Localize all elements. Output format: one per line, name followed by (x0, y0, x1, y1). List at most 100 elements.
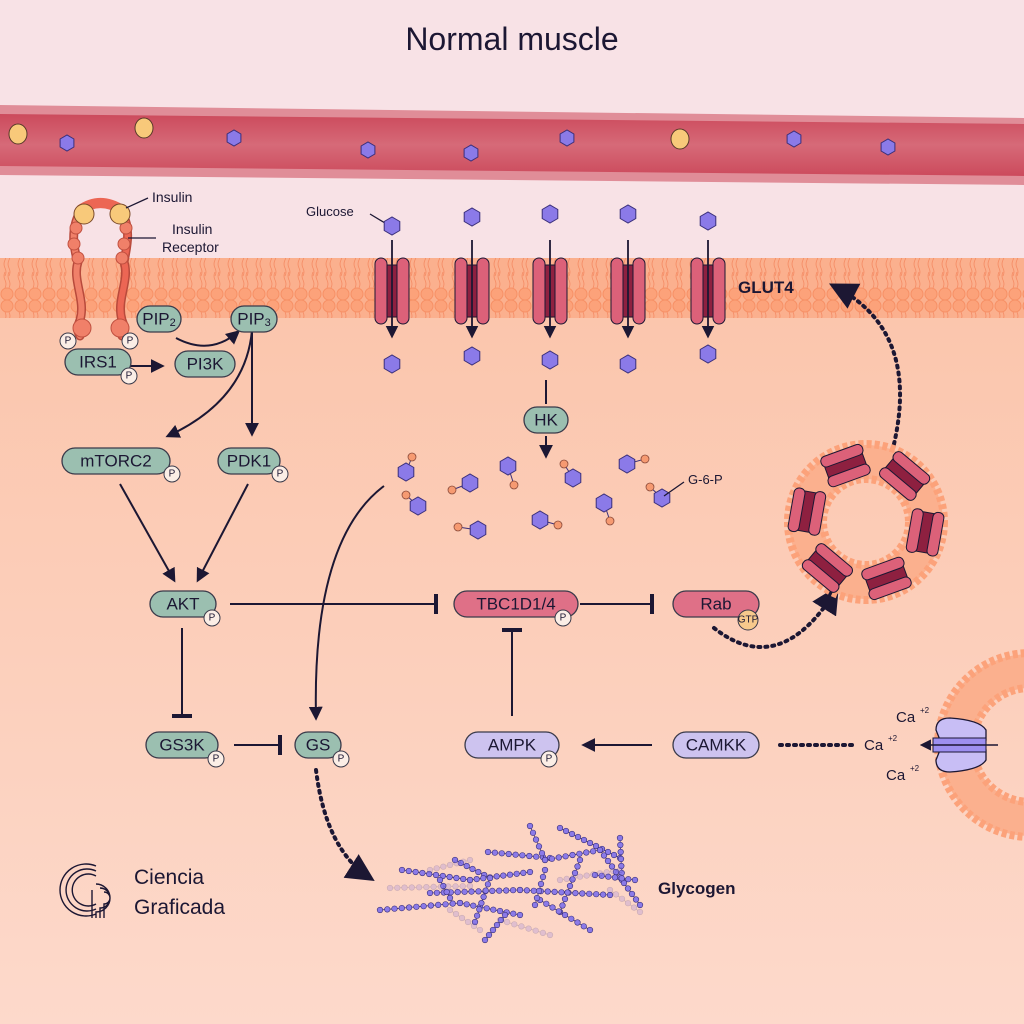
g6p-molecule (531, 510, 563, 530)
glucose-molecule (463, 207, 481, 227)
glycogen-label: Glycogen (658, 879, 735, 898)
node-pip3[interactable]: PIP3 (230, 305, 278, 333)
glucose-molecule (59, 134, 75, 152)
glucose-molecule (619, 354, 637, 374)
g6p-molecule (618, 454, 650, 474)
node-label: PIP2 (142, 310, 176, 330)
glycogen-chain (556, 856, 584, 916)
page-title: Normal muscle (405, 21, 618, 57)
svg-text:+2: +2 (910, 764, 920, 773)
svg-text:+2: +2 (920, 706, 930, 715)
arrow-pip3-mtorc2 (165, 329, 253, 438)
arrow-vesicle-glut4 (829, 283, 902, 446)
g6p-molecule (645, 482, 671, 508)
phosphate-group (447, 485, 457, 495)
glycogen-chain (496, 916, 554, 939)
phosphate-group (453, 522, 463, 532)
glut4-transporter (454, 240, 490, 339)
phosphate-badge: P (163, 465, 181, 483)
svg-text:P: P (213, 754, 220, 765)
phosphate-badge: P (540, 750, 558, 768)
vesicle-glut4 (879, 451, 931, 501)
node-label: HK (534, 411, 558, 430)
arrow-pip2-pip3 (175, 330, 241, 347)
insulin-receptor-label-2: Receptor (162, 239, 219, 255)
g6p-molecule (453, 520, 487, 540)
arrow-pdk1-akt (196, 483, 249, 583)
insulin-molecule (134, 117, 154, 139)
glycogen-chain (398, 866, 474, 884)
phosphate-group (559, 459, 569, 469)
vesicle-glut4 (820, 443, 871, 488)
node-camkk[interactable]: CAMKK (672, 731, 760, 759)
svg-text:P: P (277, 469, 284, 480)
arrow-gs-glycogen (314, 768, 375, 882)
phosphate-badge: P (59, 332, 77, 350)
node-label: TBC1D1/4 (476, 595, 555, 614)
node-pi3k[interactable]: PI3K (174, 350, 236, 378)
node-gs[interactable]: GSP (294, 731, 350, 768)
node-pip2[interactable]: PIP2 (136, 305, 182, 333)
glucose-molecule (786, 130, 802, 148)
vesicle-glut4 (787, 487, 827, 536)
glut4-transporter (374, 240, 410, 339)
glut4-transporter (690, 240, 726, 339)
svg-text:GTP: GTP (738, 615, 759, 626)
node-label: Rab (700, 595, 731, 614)
glycogen-chain (606, 886, 644, 916)
phosphate-badge: P (203, 609, 221, 627)
glycogen-chain (531, 866, 549, 909)
g6p-label: G-6-P (688, 472, 723, 487)
glycogen-chain (456, 899, 524, 919)
calcium-ions: Ca +2 Ca +2 Ca +2 (864, 706, 930, 784)
g6p-cluster (397, 452, 671, 540)
g6p-molecule (559, 459, 582, 488)
phosphate-badge: P (120, 367, 138, 385)
g6p-molecule (397, 452, 417, 482)
node-tbc1d1_4[interactable]: TBC1D1/4P (453, 590, 579, 627)
insulin-receptor-label-1: Insulin (172, 221, 212, 237)
glucose-molecule (226, 129, 242, 147)
ciencia-graficada-logo: Ciencia Graficada (59, 863, 225, 919)
g6p-molecule (447, 473, 479, 495)
phosphate-badge: P (554, 609, 572, 627)
calcium-channel (919, 717, 998, 773)
glucose-molecule (541, 350, 559, 370)
g6p-molecule (401, 490, 427, 516)
svg-text:P: P (560, 613, 567, 624)
glut4-transporters (374, 204, 726, 374)
phosphate-group (401, 490, 411, 500)
svg-text:P: P (65, 336, 72, 347)
phosphate-badge: P (332, 750, 350, 768)
node-label: GS (306, 736, 331, 755)
glycogen-chain (376, 899, 464, 914)
insulin-molecule (8, 123, 28, 145)
glucose-molecule (383, 216, 401, 236)
glucose-molecule (463, 346, 481, 366)
phosphate-group (640, 454, 650, 464)
node-label: AMPK (488, 736, 537, 755)
node-hk[interactable]: HK (523, 406, 569, 434)
insulin-label: Insulin (152, 189, 192, 205)
glut4-transporter (532, 240, 568, 339)
glycogen-chain (481, 911, 509, 944)
glycogen-chain (436, 876, 454, 902)
node-label: CAMKK (686, 736, 747, 755)
arrow-g6p-gs (308, 485, 385, 721)
svg-text:+2: +2 (888, 734, 898, 743)
dotted-arrows (314, 283, 902, 882)
vesicle-glut4 (801, 543, 853, 593)
glycogen-chain (446, 906, 484, 934)
svg-text:P: P (126, 371, 133, 382)
glut4-label: GLUT4 (738, 278, 794, 297)
